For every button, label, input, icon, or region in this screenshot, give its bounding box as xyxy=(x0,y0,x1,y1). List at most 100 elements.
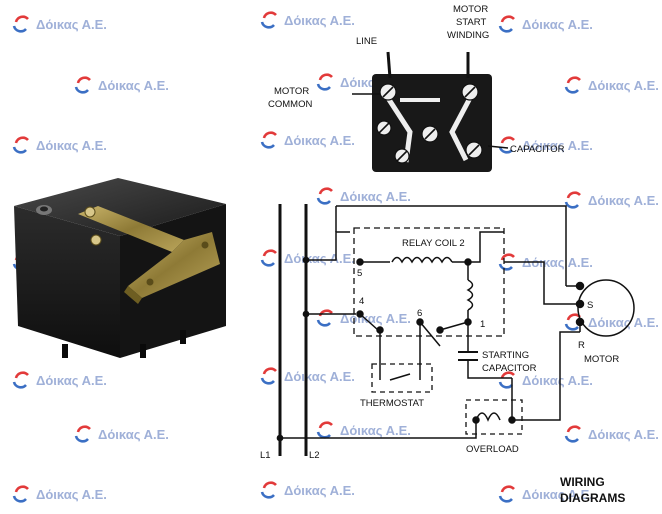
terminal-screw xyxy=(465,141,483,159)
svg-text:Δόικας Α.Ε.: Δόικας Α.Ε. xyxy=(340,189,411,204)
svg-text:Δόικας Α.Ε.: Δόικας Α.Ε. xyxy=(522,373,593,388)
caption-line-2: DIAGRAMS xyxy=(560,491,625,505)
terminal-screw xyxy=(379,83,397,101)
watermark-item: Δόικας Α.Ε. xyxy=(564,313,659,331)
svg-text:Δόικας Α.Ε.: Δόικας Α.Ε. xyxy=(522,17,593,32)
svg-text:Δόικας Α.Ε.: Δόικας Α.Ε. xyxy=(36,487,107,502)
terminal-screw xyxy=(461,83,479,101)
watermark-item: Δόικας Α.Ε. xyxy=(498,15,593,33)
watermark-item: Δόικας Α.Ε. xyxy=(498,136,593,154)
thermostat-box xyxy=(371,363,433,393)
line-lead xyxy=(386,51,392,79)
overload-heater xyxy=(475,412,501,422)
label-l2: L2 xyxy=(309,450,320,461)
run-wire xyxy=(512,331,580,421)
watermark-item: Δόικας Α.Ε. xyxy=(12,485,107,503)
svg-text:Δόικας Α.Ε.: Δόικας Α.Ε. xyxy=(36,138,107,153)
schematic-labels: RELAY COIL 2 5 4 6 1 STARTING CAPACITOR … xyxy=(260,238,619,461)
relay-coil xyxy=(391,256,453,264)
svg-text:Δόικας Α.Ε.: Δόικας Α.Ε. xyxy=(284,13,355,28)
relay-enclosure xyxy=(353,227,505,337)
svg-text:Δόικας Α.Ε.: Δόικας Α.Ε. xyxy=(98,78,169,93)
watermark-item: Δόικας Α.Ε. xyxy=(74,76,169,94)
watermark-item: Δόικας Α.Ε. xyxy=(564,76,659,94)
svg-text:Δόικας Α.Ε.: Δόικας Α.Ε. xyxy=(522,255,593,270)
svg-text:Δόικας Α.Ε.: Δόικας Α.Ε. xyxy=(36,17,107,32)
watermark-item: Δόικας Α.Ε. xyxy=(316,421,411,439)
label-thermostat: THERMOSTAT xyxy=(360,398,424,409)
relay-top-face xyxy=(14,178,226,236)
brass-bracket xyxy=(78,206,184,252)
watermark-item: Δόικας Α.Ε. xyxy=(260,367,355,385)
terminal-screw xyxy=(376,120,392,136)
schematic xyxy=(276,204,635,456)
svg-text:Δόικας Α.Ε.: Δόικας Α.Ε. xyxy=(340,423,411,438)
svg-text:Δόικας Α.Ε.: Δόικας Α.Ε. xyxy=(284,369,355,384)
svg-text:Δόικας Α.Ε.: Δόικας Α.Ε. xyxy=(98,427,169,442)
label-relay-coil: RELAY COIL 2 xyxy=(402,238,465,249)
watermark-item: Δόικας Α.Ε. xyxy=(260,11,355,29)
label-starting-capacitor: STARTING xyxy=(482,350,529,361)
label-terminal-5: 5 xyxy=(357,268,362,279)
watermark-item: Δόικας Α.Ε. xyxy=(260,131,355,149)
bracket-screw xyxy=(84,206,96,218)
relay-foot xyxy=(140,344,146,358)
label-capacitor: CAPACITOR xyxy=(510,144,565,155)
svg-text:Δόικας Α.Ε.: Δόικας Α.Ε. xyxy=(588,427,659,442)
overload-box xyxy=(465,399,523,435)
svg-text:Δόικας Α.Ε.: Δόικας Α.Ε. xyxy=(284,483,355,498)
relay-foot xyxy=(62,344,68,358)
watermark-item: Δόικας Α.Ε. xyxy=(12,371,107,389)
svg-text:WINDING: WINDING xyxy=(447,30,489,41)
watermark-item: Δόικας Α.Ε. xyxy=(12,15,107,33)
watermark-item: Δόικας Α.Ε. xyxy=(498,253,593,271)
label-terminal-1: 1 xyxy=(480,319,485,330)
label-line: LINE xyxy=(356,36,377,47)
svg-text:CAPACITOR: CAPACITOR xyxy=(482,363,537,374)
svg-text:COMMON: COMMON xyxy=(268,99,312,110)
svg-text:Δόικας Α.Ε.: Δόικας Α.Ε. xyxy=(522,487,593,502)
terminal-screw xyxy=(421,125,439,143)
svg-text:Δόικας Α.Ε.: Δόικας Α.Ε. xyxy=(284,133,355,148)
watermark-item: Δόικας Α.Ε. xyxy=(316,187,411,205)
label-motor-common: MOTOR xyxy=(274,86,309,97)
watermark-item: Δόικας Α.Ε. xyxy=(564,191,659,209)
watermark-item: Δόικας Α.Ε. xyxy=(74,425,169,443)
label-terminal-6: 6 xyxy=(417,308,422,319)
start-wire xyxy=(504,261,580,305)
label-motor: MOTOR xyxy=(584,354,619,365)
label-l1: L1 xyxy=(260,450,271,461)
svg-text:Δόικας Α.Ε.: Δόικας Α.Ε. xyxy=(588,315,659,330)
caption-line-1: WIRING xyxy=(560,475,605,489)
label-motor-r: R xyxy=(578,340,585,351)
svg-text:Δόικας Α.Ε.: Δόικας Α.Ε. xyxy=(588,193,659,208)
svg-text:Δόικας Α.Ε.: Δόικας Α.Ε. xyxy=(36,373,107,388)
watermark-item: Δόικας Α.Ε. xyxy=(564,425,659,443)
terminal-block: LINE MOTOR START WINDING MOTOR COMMON CA… xyxy=(268,4,565,172)
label-motor-s: S xyxy=(587,300,593,311)
watermark-item: Δόικας Α.Ε. xyxy=(12,136,107,154)
label-overload: OVERLOAD xyxy=(466,444,519,455)
svg-text:START: START xyxy=(456,17,486,28)
watermark-item: Δόικας Α.Ε. xyxy=(260,249,355,267)
svg-text:Δόικας Α.Ε.: Δόικας Α.Ε. xyxy=(588,78,659,93)
svg-text:Δόικας Α.Ε.: Δόικας Α.Ε. xyxy=(284,251,355,266)
label-motor-start-winding: MOTOR xyxy=(453,4,488,15)
svg-text:Δόικας Α.Ε.: Δόικας Α.Ε. xyxy=(522,138,593,153)
label-terminal-4: 4 xyxy=(359,296,364,307)
relay-photo xyxy=(14,178,226,358)
motor-circle xyxy=(577,279,635,337)
watermark-item: Δόικας Α.Ε. xyxy=(498,371,593,389)
bracket-screw xyxy=(90,234,102,246)
terminal-screw xyxy=(394,148,410,164)
watermark-item: Δόικας Α.Ε. xyxy=(498,485,593,503)
watermark-item: Δόικας Α.Ε. xyxy=(260,481,355,499)
caption: WIRING DIAGRAMS xyxy=(560,475,625,505)
watermark-layer: Δόικας Α.Ε. Δόικας Α.Ε. Δόικας Α.Ε. Δόικ… xyxy=(12,11,659,503)
relay-foot xyxy=(180,330,186,344)
capacitor-leader xyxy=(487,145,509,149)
contact-coil xyxy=(466,279,474,311)
common-wire xyxy=(336,205,567,286)
